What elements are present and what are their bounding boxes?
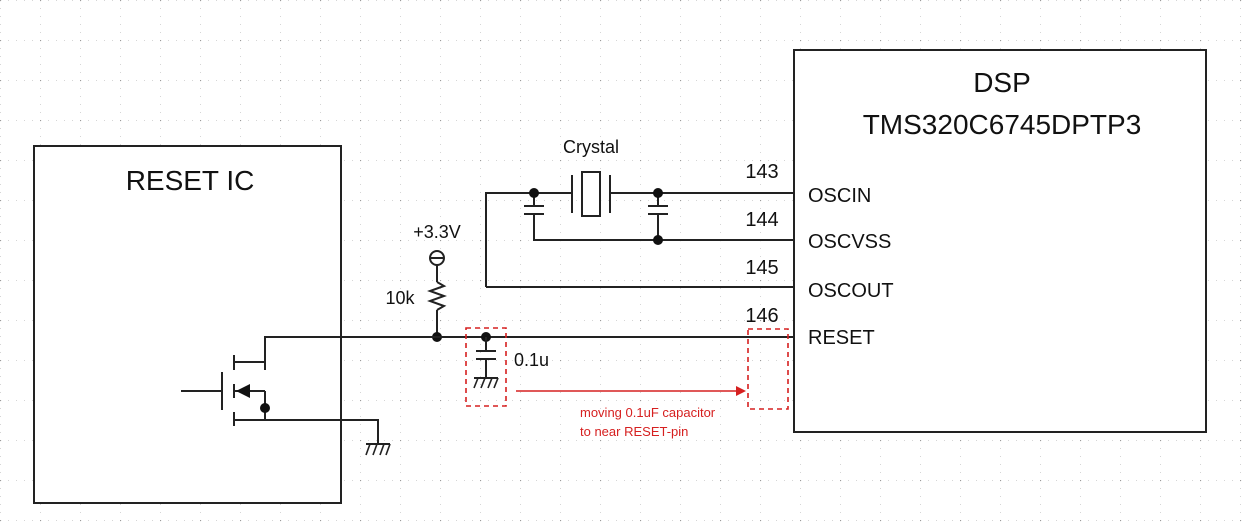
pin-145-number: 145 xyxy=(745,257,778,279)
crystal-body xyxy=(581,171,601,217)
capacitor-label: 0.1u xyxy=(514,350,549,370)
pin-143-name: OSCIN xyxy=(808,185,871,207)
mosfet-symbol xyxy=(181,355,391,456)
target-highlight-box xyxy=(747,328,789,410)
junction-dot xyxy=(529,188,539,198)
junction-dot xyxy=(260,403,270,413)
annotation-line-2: to near RESET-pin xyxy=(580,424,688,439)
mosfet-arrow xyxy=(236,384,250,398)
pullup-circuit: +3.3V 10k xyxy=(385,222,461,342)
pin-143-number: 143 xyxy=(745,161,778,183)
move-arrow-head xyxy=(736,386,746,396)
capacitor-highlight-box xyxy=(465,327,507,407)
reset-ic-block: RESET IC xyxy=(33,145,342,504)
reset-ic-title: RESET IC xyxy=(126,165,255,196)
resistor-symbol xyxy=(427,281,447,311)
resistor-label: 10k xyxy=(385,288,415,308)
junction-dot xyxy=(653,235,663,245)
reset-capacitor: 0.1u xyxy=(473,337,549,389)
pin-144-number: 144 xyxy=(745,209,778,231)
supply-label: +3.3V xyxy=(413,222,461,242)
pin-144-name: OSCVSS xyxy=(808,231,891,253)
crystal-circuit: Crystal xyxy=(485,137,794,288)
move-annotation: moving 0.1uF capacitor to near RESET-pin xyxy=(465,327,789,439)
dsp-title: DSP xyxy=(973,67,1031,98)
pin-145-name: OSCOUT xyxy=(808,280,894,302)
junction-dot xyxy=(653,188,663,198)
dsp-part-number: TMS320C6745DPTP3 xyxy=(863,109,1142,140)
pin-146-number: 146 xyxy=(745,305,778,327)
annotation-line-1: moving 0.1uF capacitor xyxy=(580,405,716,420)
dsp-block: DSP TMS320C6745DPTP3 xyxy=(793,49,1207,433)
crystal-label: Crystal xyxy=(563,137,619,157)
pin-146-name: RESET xyxy=(808,327,875,349)
